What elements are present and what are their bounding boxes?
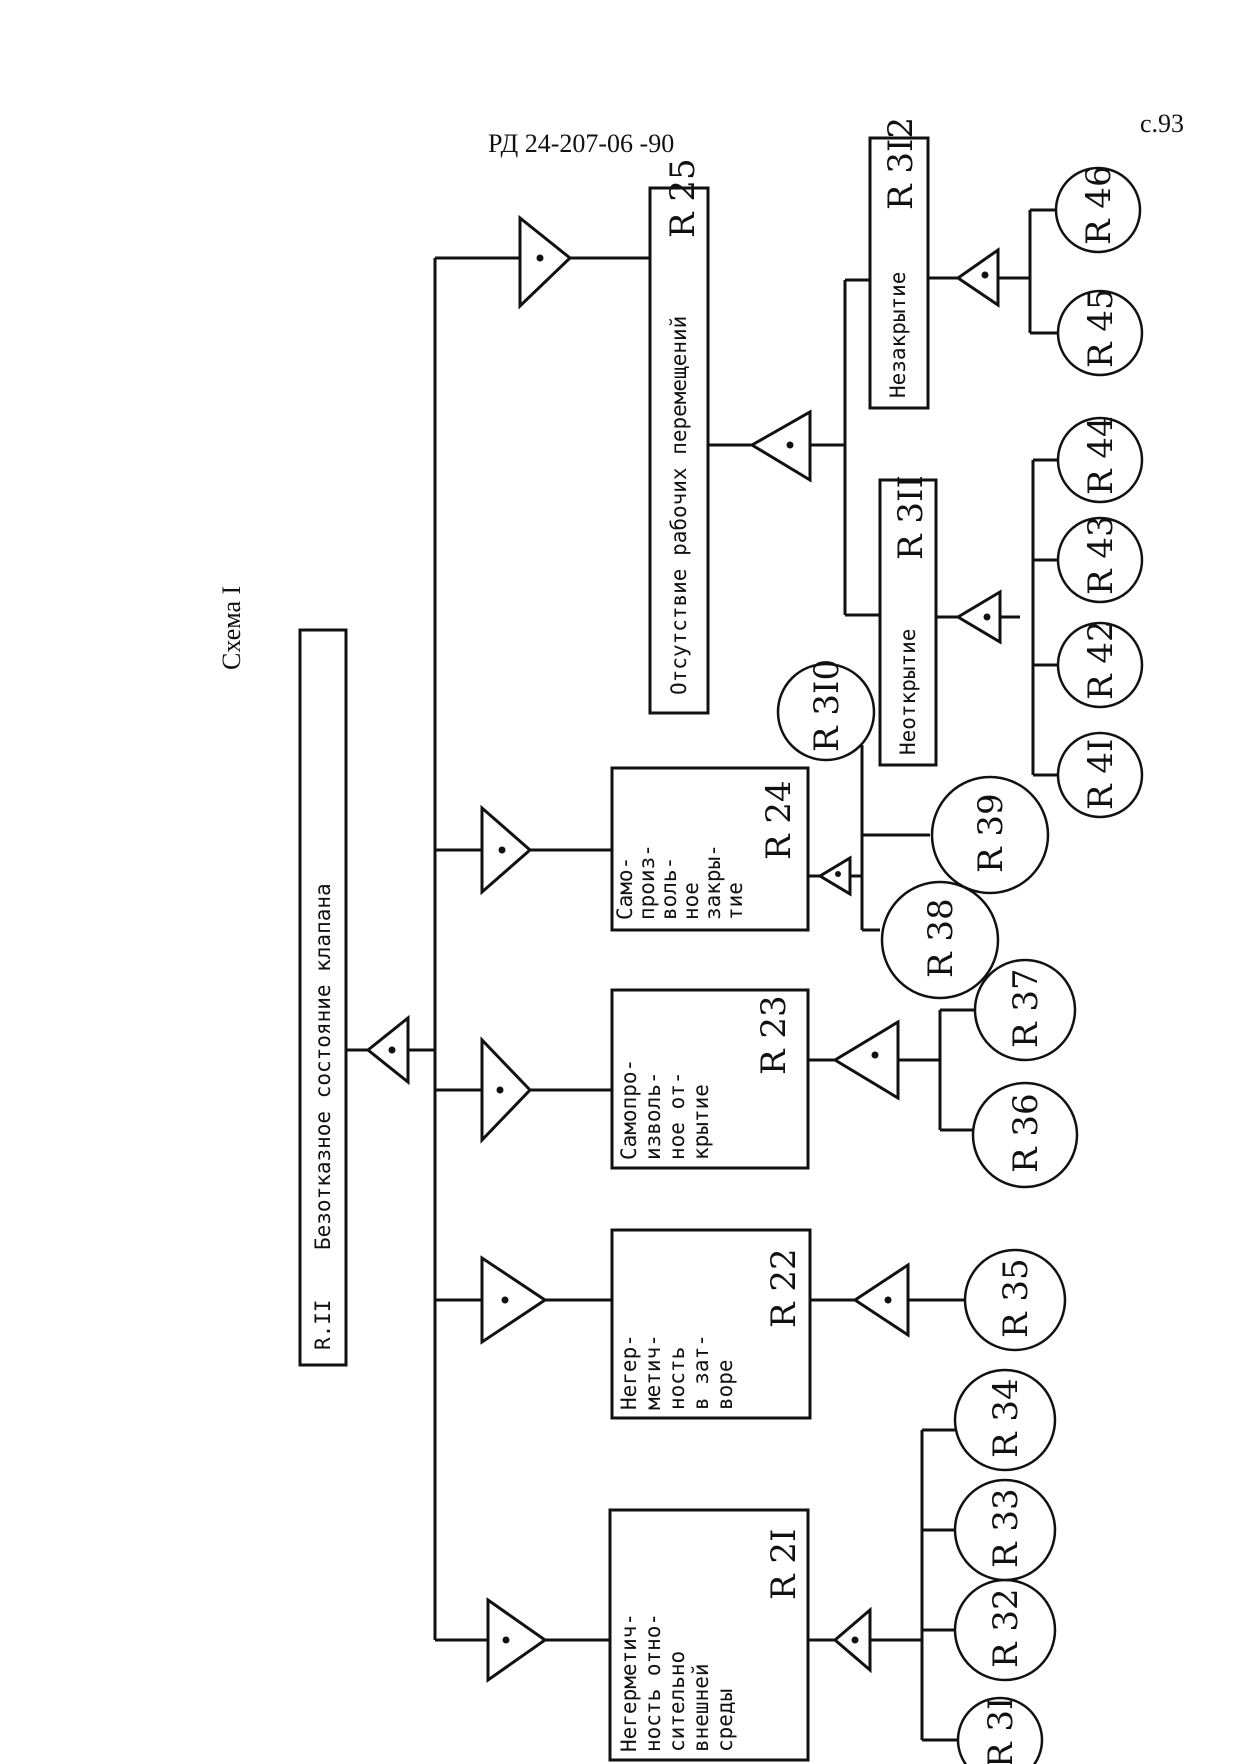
scheme-title: Схема I bbox=[217, 586, 246, 670]
branch-r24: Само- произ- воль- ное закры- тие R 24 bbox=[435, 745, 930, 932]
event-code: R 3I2 bbox=[881, 117, 921, 210]
event-box-r24 bbox=[610, 766, 810, 932]
event-text: Само- bbox=[613, 857, 637, 920]
svg-text:R 32: R 32 bbox=[986, 1588, 1026, 1668]
event-text: Неоткрытие bbox=[896, 629, 920, 755]
svg-text:R 3I0: R 3I0 bbox=[807, 659, 847, 752]
event-text: тие bbox=[723, 882, 747, 920]
event-code: R 3II bbox=[891, 475, 931, 560]
svg-text:R 42: R 42 bbox=[1081, 620, 1121, 700]
event-text: метич- bbox=[641, 1334, 665, 1410]
basic-event-r45: R 45 bbox=[1056, 288, 1144, 377]
svg-text:R 44: R 44 bbox=[1081, 415, 1121, 495]
basic-event-r42: R 42 bbox=[1056, 620, 1144, 709]
basic-event-r31: R 3I bbox=[956, 1697, 1044, 1764]
event-text: Негер- bbox=[617, 1334, 641, 1410]
event-text: внешней bbox=[689, 1663, 713, 1752]
event-box-r312 bbox=[868, 136, 930, 410]
event-text: ность bbox=[665, 1347, 689, 1410]
root-or-gate bbox=[346, 1014, 435, 1086]
event-text: среды bbox=[713, 1689, 737, 1752]
event-code: R 22 bbox=[764, 1248, 804, 1328]
event-text: изволь- bbox=[641, 1071, 665, 1160]
event-text: ное от- bbox=[665, 1071, 689, 1160]
svg-text:R 39: R 39 bbox=[971, 793, 1011, 873]
event-text: Незакрытие bbox=[886, 272, 910, 398]
event-text: в зат- bbox=[689, 1334, 713, 1410]
svg-text:R 38: R 38 bbox=[921, 898, 961, 978]
svg-text:R 3I: R 3I bbox=[981, 1697, 1021, 1764]
basic-event-r35: R 35 bbox=[963, 1248, 1067, 1352]
event-text: воре bbox=[713, 1359, 737, 1410]
root-event-box: R.II Безотказное состояние клапана bbox=[298, 628, 348, 1367]
branch-r22: Негер- метич- ность в зат- воре R 22 bbox=[435, 1228, 965, 1420]
event-text: закры- bbox=[701, 844, 725, 920]
svg-text:R 4I: R 4I bbox=[1081, 739, 1121, 810]
branch-r25: Отсутствие рабочих перемещений R 25 Неот… bbox=[435, 117, 1060, 777]
svg-text:R 46: R 46 bbox=[1079, 165, 1119, 245]
basic-event-r37: R 37 bbox=[973, 958, 1077, 1062]
event-box-r23 bbox=[610, 988, 810, 1170]
basic-event-r44: R 44 bbox=[1056, 415, 1144, 504]
svg-text:R 35: R 35 bbox=[996, 1258, 1036, 1338]
basic-event-r39: R 39 bbox=[930, 775, 1050, 895]
event-code: R 24 bbox=[759, 780, 799, 860]
event-text: крытие bbox=[689, 1084, 713, 1160]
basic-event-r43: R 43 bbox=[1056, 515, 1144, 604]
basic-event-r310: R 3I0 bbox=[776, 659, 876, 762]
event-box-r25 bbox=[648, 186, 710, 715]
svg-text:R 45: R 45 bbox=[1081, 288, 1121, 368]
basic-event-r34: R 34 bbox=[953, 1368, 1057, 1472]
svg-text:R 43: R 43 bbox=[1081, 515, 1121, 595]
basic-event-r33: R 33 bbox=[953, 1478, 1057, 1582]
event-code: R 25 bbox=[663, 158, 703, 238]
page-number: с.93 bbox=[1140, 109, 1184, 138]
branch-r23: Самопро- изволь- ное от- крытие R 23 bbox=[435, 988, 980, 1170]
svg-text:R 37: R 37 bbox=[1006, 968, 1046, 1048]
event-text: Отсутствие рабочих перемещений bbox=[667, 316, 691, 695]
branch-r21: Негерметич- ность отно- сительно внешней… bbox=[435, 1428, 960, 1762]
svg-text:R 33: R 33 bbox=[986, 1488, 1026, 1568]
basic-event-r46: R 46 bbox=[1054, 165, 1142, 254]
event-text: ность отно- bbox=[641, 1613, 665, 1752]
event-text: ное bbox=[679, 882, 703, 920]
event-text: сительно bbox=[665, 1651, 689, 1752]
basic-event-r38: R 38 bbox=[880, 880, 1000, 1000]
event-box-r21 bbox=[608, 1508, 810, 1762]
event-text: Негерметич- bbox=[617, 1613, 641, 1752]
event-text: Самопро- bbox=[617, 1059, 641, 1160]
svg-text:R 34: R 34 bbox=[986, 1378, 1026, 1458]
root-code: R.II bbox=[311, 1299, 335, 1350]
event-box-r22 bbox=[610, 1228, 812, 1420]
document-code: РД 24-207-06 -90 bbox=[488, 129, 674, 158]
svg-text:R 36: R 36 bbox=[1006, 1093, 1046, 1173]
basic-event-r36: R 36 bbox=[971, 1081, 1079, 1189]
event-code: R 2I bbox=[764, 1529, 804, 1600]
event-box-r311 bbox=[878, 478, 938, 767]
basic-event-r32: R 32 bbox=[953, 1578, 1057, 1682]
event-code: R 23 bbox=[754, 995, 794, 1075]
event-text: воль- bbox=[657, 857, 681, 920]
root-label: Безотказное состояние клапана bbox=[311, 883, 335, 1250]
basic-event-r41: R 4I bbox=[1056, 731, 1144, 819]
event-text: произ- bbox=[635, 844, 659, 920]
